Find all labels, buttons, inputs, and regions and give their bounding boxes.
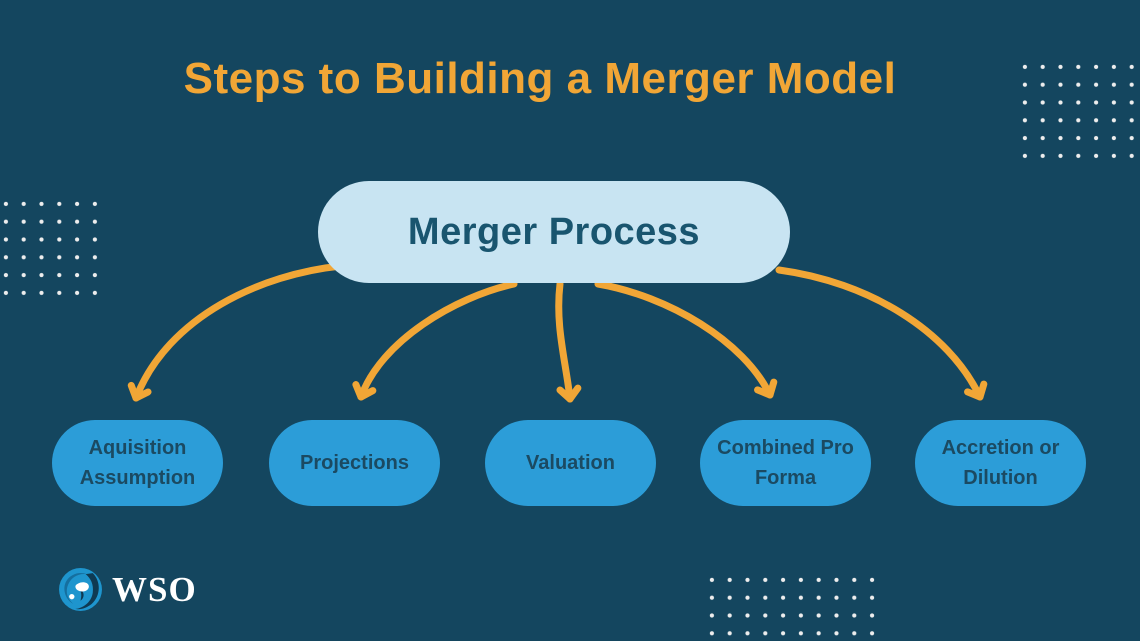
merger-process-label: Merger Process (407, 210, 701, 253)
wso-globe-icon (59, 568, 102, 611)
step-label: Projections (300, 452, 409, 474)
merger-process-node: Merger Process (318, 181, 790, 283)
wso-wordmark: WSO (112, 569, 197, 609)
step-node-valuation: Valuation (485, 420, 656, 506)
arrow-to-combined-pro-forma (594, 280, 778, 399)
page-title: Steps to Building a Merger Model (183, 54, 897, 103)
dot-pattern-top-right (1016, 58, 1140, 165)
step-label: Accretion or Dilution (941, 437, 1060, 489)
step-node-accretion-or-dilution: Accretion or Dilution (915, 420, 1086, 506)
wso-logo: WSO (58, 567, 197, 612)
step-node-projections: Projections (269, 420, 440, 506)
arrow-to-acquisition-assumption (127, 262, 345, 402)
step-label: Aquisition Assumption (79, 437, 196, 489)
arrow-to-accretion-or-dilution (775, 266, 988, 401)
dot-pattern-bottom (703, 571, 882, 641)
dot-pattern-left (0, 195, 105, 302)
arrow-to-projections (352, 280, 518, 401)
step-node-combined-pro-forma: Combined Pro Forma (700, 420, 871, 506)
step-node-acquisition-assumption: Aquisition Assumption (52, 420, 223, 506)
arrow-to-valuation (555, 280, 582, 403)
step-label: Valuation (526, 452, 615, 474)
step-label: Combined Pro Forma (717, 437, 854, 489)
